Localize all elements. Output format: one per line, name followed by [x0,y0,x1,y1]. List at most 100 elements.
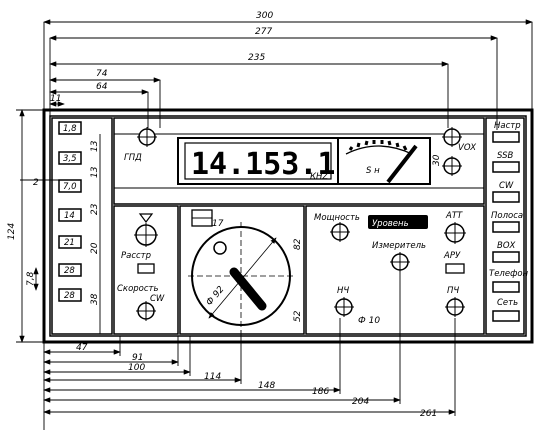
top-dimension-lines [43,19,533,130]
gpd-label: ГПД [124,153,142,163]
function-label-7: Сеть [497,298,518,308]
rasstr-knob[interactable] [134,213,158,247]
frequency-unit: КНZ [310,172,328,182]
af-label: НЧ [337,286,349,296]
rasstr-switch[interactable] [137,263,155,274]
function-button-4[interactable] [492,221,520,233]
speed-label: Скорость [117,284,159,294]
function-button-7[interactable] [492,310,520,322]
panel-inner-outline [49,115,527,337]
dim-13b: 13 [90,166,100,178]
meter-switch-label: Измеритель [372,241,426,251]
panel-outline [42,108,534,344]
band-label-5: 21 [64,238,75,248]
function-button-3[interactable] [492,191,520,203]
dim-148: 148 [258,381,275,391]
band-button-7[interactable] [58,288,82,302]
bottom-dimension-lines [43,272,456,430]
dim-74: 74 [96,69,108,79]
aru-switch[interactable] [445,263,465,274]
frequency-readout: 14.153.1 [191,147,336,182]
dim-38: 38 [90,293,100,305]
meter-label: S н [366,166,380,176]
function-button-6[interactable] [492,281,520,293]
vox-knob-2[interactable] [442,156,462,176]
function-label-4: Полоса [491,211,523,221]
if-knob[interactable] [445,297,465,317]
att-label: АТТ [445,211,463,221]
dim-261: 261 [420,409,437,419]
band-button-5[interactable] [58,235,82,249]
function-button-labels: Настр SSB CW Полоса ВОХ Телефон Сеть [489,121,529,308]
dim-23: 23 [90,203,100,215]
if-label: ПЧ [447,286,459,296]
dim-17: 17 [212,219,224,229]
dim-20: 20 [90,242,100,254]
dim-124: 124 [7,223,17,240]
display-section [113,117,485,205]
left-control-section [113,205,179,335]
dim-47: 47 [76,343,88,353]
right-control-section [305,205,485,335]
dim-235: 235 [248,53,265,63]
function-label-6: Телефон [489,269,529,279]
level-indicator [368,215,428,229]
main-tuning-knob[interactable] [188,209,294,330]
dim-2: 2 [33,178,39,188]
function-buttons [492,131,520,322]
band-button-4[interactable] [58,208,82,222]
function-label-3: CW [499,181,514,191]
frequency-display [177,137,339,185]
meter-switch-knob[interactable] [390,252,410,272]
dim-52: 52 [293,310,303,322]
function-button-5[interactable] [492,251,520,263]
cw-label: CW [150,294,165,304]
power-knob[interactable] [330,222,350,242]
band-label-2: 3,5 [63,154,77,164]
band-button-1[interactable] [58,121,82,135]
band-button-2[interactable] [58,151,82,165]
band-buttons [58,121,82,302]
af-knob[interactable] [334,297,354,317]
dim-phi10: Ф 10 [358,316,380,326]
function-button-2[interactable] [492,161,520,173]
dim-114: 114 [204,372,221,382]
dim-30: 30 [432,154,442,166]
vox-knob[interactable] [442,127,462,147]
band-button-3[interactable] [58,179,82,193]
band-switch-column [51,117,113,335]
band-button-labels: 1,8 3,5 7,0 14 21 28 28 [63,124,77,301]
band-button-6[interactable] [58,263,82,277]
function-button-1[interactable] [492,131,520,143]
dim-13a: 13 [90,140,100,152]
dim-7-8: 7,8 [26,271,36,286]
left-dimension-lines [16,109,101,343]
vox-label: VOX [458,143,476,153]
aru-label: АРУ [443,251,461,261]
dim-82: 82 [293,238,303,250]
dim-91: 91 [132,353,143,363]
function-label-1: Настр [494,121,521,131]
band-label-3: 7,0 [63,182,77,192]
function-label-5: ВОХ [497,241,516,251]
dim-204: 204 [352,397,369,407]
band-label-7: 28 [64,291,75,301]
function-label-2: SSB [497,151,513,161]
dim-64: 64 [96,82,108,92]
band-label-1: 1,8 [63,124,77,134]
level-label: Уровень [372,219,409,229]
speed-knob[interactable] [136,301,156,321]
dim-186: 186 [312,387,329,397]
dim-300: 300 [256,11,273,21]
power-label: Мощность [314,213,360,223]
rasstr-label: Расстр [121,251,151,261]
att-knob[interactable] [444,222,466,244]
signal-meter [337,137,431,185]
tuning-knob-section [179,205,305,335]
gpd-knob[interactable] [137,127,157,147]
dim-100: 100 [128,363,145,373]
dim-11: 11 [50,94,61,104]
function-switch-column [485,117,525,335]
